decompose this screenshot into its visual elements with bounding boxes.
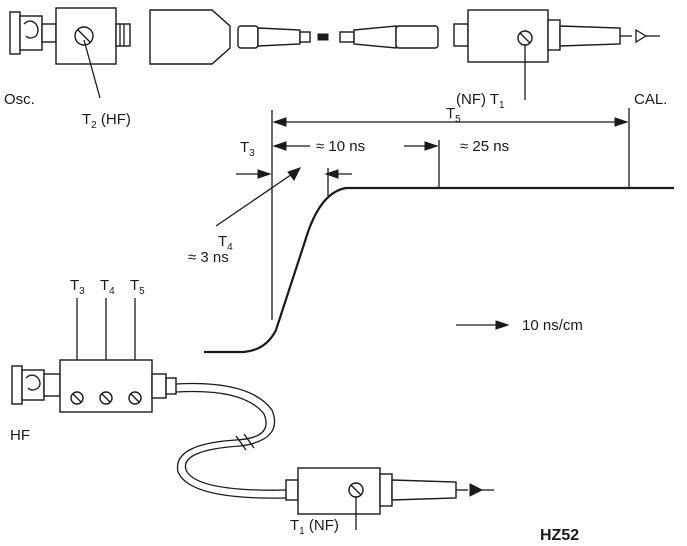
timebase-label: 10 ns/cm	[522, 317, 583, 334]
osc-label: Osc.	[4, 91, 35, 108]
adapter-piece-2	[339, 25, 439, 49]
t3-label: T3	[240, 139, 255, 159]
probe-cable	[175, 382, 287, 491]
hf-compensation-box	[59, 359, 177, 413]
adapter-cap	[149, 9, 231, 65]
model-label: HZ52	[540, 527, 579, 544]
approx-10ns-label: ≈ 10 ns	[316, 138, 365, 155]
t2-label: T2 (HF)	[82, 111, 131, 131]
approx-3ns-label: ≈ 3 ns	[188, 249, 229, 266]
step-waveform	[204, 186, 674, 354]
t4-pointer-arrow	[215, 169, 299, 227]
hf-t5-label: T5	[130, 277, 145, 297]
probe-head-bottom	[285, 467, 494, 515]
t2-leader-line	[83, 39, 101, 99]
probe-head-top	[453, 9, 660, 63]
compensation-box-top	[55, 7, 131, 65]
bnc-connector-bottom	[11, 365, 61, 405]
adapter-piece-1	[237, 25, 329, 49]
hf-t3-label: T3	[70, 277, 85, 297]
cal-label: CAL.	[634, 91, 667, 108]
t5-label: T5	[446, 105, 461, 125]
t1-nf-label: T1 (NF)	[290, 517, 339, 537]
nf-t1-label: (NF) T1	[456, 91, 505, 111]
bnc-connector-top	[9, 11, 57, 55]
approx-25ns-label: ≈ 25 ns	[460, 138, 509, 155]
t4-label: T4	[218, 233, 233, 253]
hf-label: HF	[10, 427, 30, 444]
hf-t4-label: T4	[100, 277, 115, 297]
